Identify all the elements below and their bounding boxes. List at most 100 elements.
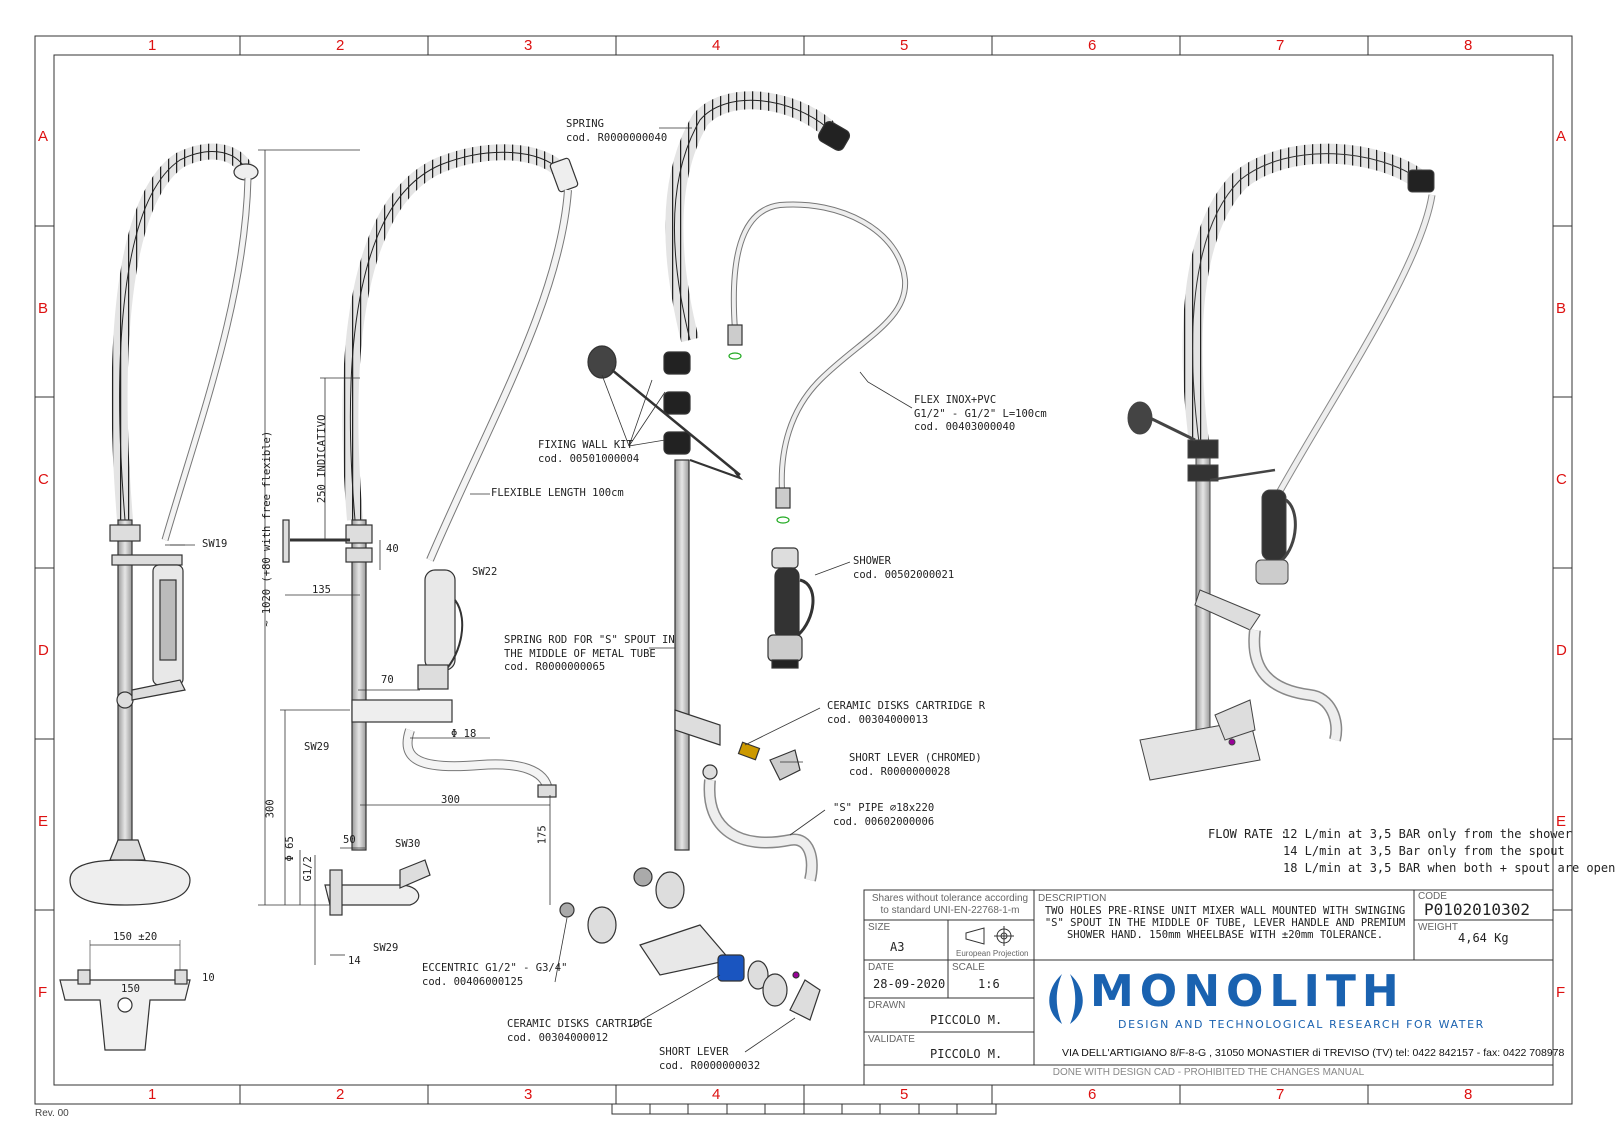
validate-value: PICCOLO M. (930, 1047, 1003, 1061)
zone-row-e-right: E (1556, 813, 1567, 830)
flow-rate: FLOW RATE : (1208, 827, 1288, 841)
size-value: A3 (890, 940, 905, 954)
spring-coil-front-outline (119, 151, 249, 521)
zone-col-3-bottom: 3 (524, 1086, 533, 1103)
zone-col-7-top: 7 (1276, 37, 1285, 54)
zone-row-b-right: B (1556, 300, 1567, 317)
dim-50: 50 (343, 834, 356, 846)
date-label: DATE (868, 962, 894, 973)
validate-label: VALIDATE (868, 1034, 915, 1045)
dim-300-h: 300 (441, 794, 460, 806)
zone-row-e-left: E (38, 813, 49, 830)
weight-value: 4,64 Kg (1458, 931, 1509, 945)
zone-row-a-left: A (38, 128, 49, 145)
dim-10: 10 (202, 972, 215, 984)
flow-rate-lines: 12 L/min at 3,5 BAR only from the shower… (1283, 827, 1615, 875)
zone-col-2-top: 2 (336, 37, 345, 54)
spring-cap (817, 121, 851, 151)
zone-row-f-right: F (1556, 984, 1566, 1001)
zone-row-d-left: D (38, 642, 49, 659)
callout-leaders (470, 127, 913, 1053)
mixer-exploded (559, 867, 821, 1021)
rod-3d (1195, 439, 1211, 741)
size-label: SIZE (868, 922, 891, 933)
zone-row-c-left: C (38, 471, 49, 488)
zone-col-3-top: 3 (524, 37, 533, 54)
projection-label: European Projection (956, 949, 1029, 958)
zone-col-1-top: 1 (148, 37, 157, 54)
dim-sw22: SW22 (472, 566, 498, 578)
ceramic-r-exploded (674, 709, 721, 746)
dimension-lines (170, 149, 551, 965)
zone-col-6-top: 6 (1088, 37, 1097, 54)
weight-label: WEIGHT (1418, 922, 1458, 933)
spring-rod-exploded (674, 459, 690, 851)
flex-tube-front (161, 177, 252, 541)
spring-cap-front (233, 163, 259, 181)
rod-side (351, 519, 367, 851)
shower-exploded (767, 547, 815, 669)
bottom-strip (611, 1103, 997, 1115)
company-tagline: DESIGN AND TECHNOLOGICAL RESEARCH FOR WA… (1118, 1018, 1485, 1031)
zone-col-5-top: 5 (900, 37, 909, 54)
dim-sw19: SW19 (202, 538, 228, 550)
dim-phi-18: Φ 18 (451, 728, 477, 740)
dim-sw29-a: SW29 (304, 741, 330, 753)
zone-row-c-right: C (1556, 471, 1567, 488)
assembled-3d-view (1127, 143, 1436, 781)
dim-135: 135 (312, 584, 331, 596)
dim-40: 40 (386, 543, 399, 555)
zone-row-d-right: D (1556, 642, 1567, 659)
zone-col-8-top: 8 (1464, 37, 1473, 54)
description-text: TWO HOLES PRE-RINSE UNIT MIXER WALL MOUN… (1044, 905, 1406, 942)
dim-300-v: 300 (264, 799, 277, 819)
company-address: VIA DELL'ARTIGIANO 8/F-8-G , 31050 MONAS… (1062, 1047, 1565, 1059)
exploded-view (559, 91, 909, 1021)
shower-handle-side (424, 569, 456, 671)
company-logo: MONOLITH (1090, 966, 1405, 1017)
zone-row-b-left: B (38, 300, 49, 317)
brand-mark (1049, 974, 1083, 1024)
dim-g12: G1/2 (301, 856, 314, 882)
mixer-bottom-view (59, 979, 191, 1051)
projection-symbol (965, 926, 1014, 946)
zone-col-1-bottom: 1 (148, 1086, 157, 1103)
zone-ticks (35, 36, 1572, 1104)
dim-indicative: 250 INDICATIVO (316, 414, 329, 504)
callout-short-lever-chromed: SHORT LEVER (CHROMED)cod. R0000000028 (849, 752, 982, 778)
flex-exploded (730, 201, 909, 491)
title-block-footer: DONE WITH DESIGN CAD - PROHIBITED THE CH… (1052, 1067, 1365, 1078)
dim-phi-65: Φ 65 (283, 836, 296, 862)
side-view (170, 144, 579, 965)
scale-value: 1:6 (978, 977, 1000, 991)
fixing-kit-exploded (587, 345, 744, 481)
dim-sw29-b: SW29 (373, 942, 399, 954)
title-block (863, 889, 1554, 1086)
zone-col-2-bottom: 2 (336, 1086, 345, 1103)
rod-front (117, 519, 133, 851)
dim-175: 175 (536, 825, 549, 845)
description-label: DESCRIPTION (1038, 893, 1107, 904)
drawn-label: DRAWN (868, 1000, 906, 1011)
dim-sw30: SW30 (395, 838, 421, 850)
dim-14: 14 (348, 955, 361, 967)
spring-coil-front (111, 143, 256, 521)
callout-eccentric: ECCENTRIC G1/2" - G3/4"cod. 00406000125 (422, 962, 568, 988)
drawn-value: PICCOLO M. (930, 1013, 1003, 1027)
code-label: CODE (1418, 891, 1447, 902)
dim-total-height: ~ 1020 (+80 with free flexible) (261, 430, 274, 627)
mixer-body-front (69, 859, 191, 906)
dim-150: 150 (121, 983, 140, 995)
code-value: P0102010302 (1424, 900, 1530, 919)
